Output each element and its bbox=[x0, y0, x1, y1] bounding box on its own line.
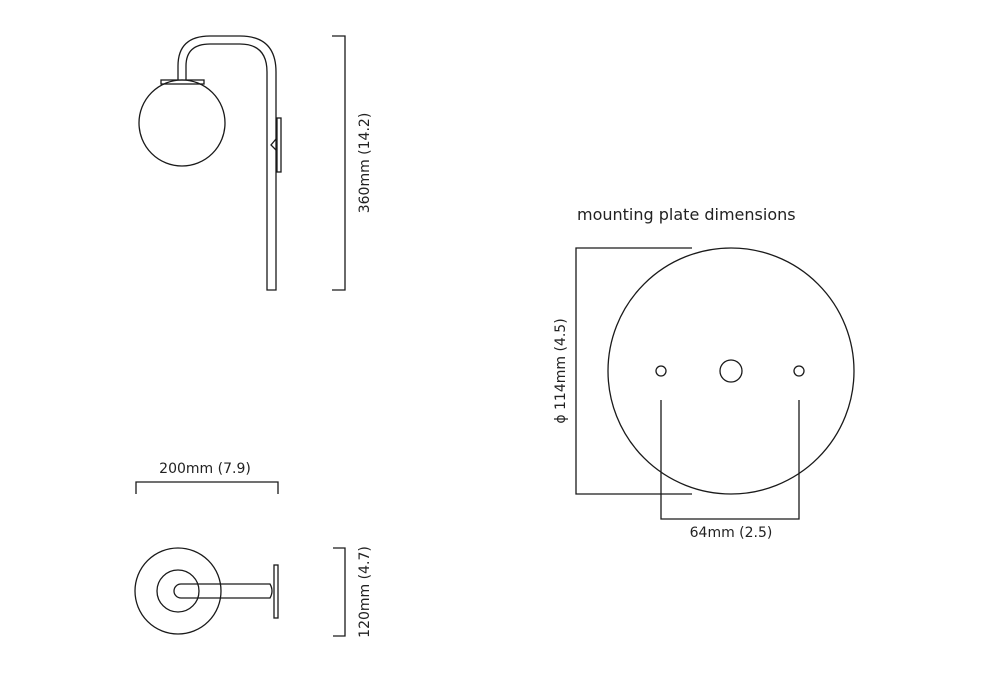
side-view: 360mm (14.2) bbox=[138, 35, 373, 291]
lamp-arm-tube bbox=[177, 35, 277, 291]
screw-hole-left bbox=[655, 365, 667, 377]
arm-top bbox=[173, 583, 273, 599]
height-label: 360mm (14.2) bbox=[357, 113, 373, 214]
mounting-plate-title: mounting plate dimensions bbox=[577, 205, 796, 224]
height-dimension-line bbox=[332, 35, 346, 291]
wall-plate-side bbox=[276, 117, 282, 173]
hole-spacing-label: 64mm (2.5) bbox=[690, 525, 773, 541]
globe-collar bbox=[160, 79, 205, 85]
globe-top bbox=[134, 547, 222, 635]
depth-label: 120mm (4.7) bbox=[357, 546, 373, 638]
wall-plate-top bbox=[273, 564, 279, 619]
hole-spacing-dimension-line bbox=[660, 400, 800, 520]
width-label: 200mm (7.9) bbox=[159, 461, 251, 477]
top-view: 200mm (7.9) 120mm (4.7) bbox=[134, 461, 373, 638]
globe-opening bbox=[156, 569, 200, 613]
depth-dimension-line bbox=[333, 547, 346, 637]
screw-hole-right bbox=[793, 365, 805, 377]
mounting-plate-view: mounting plate dimensions ϕ 114mm (4.5) … bbox=[553, 205, 855, 541]
glass-globe bbox=[138, 79, 226, 167]
mounting-plate bbox=[607, 247, 855, 495]
width-dimension-line bbox=[135, 481, 279, 494]
cable-hole bbox=[719, 359, 743, 383]
diameter-label: ϕ 114mm (4.5) bbox=[553, 318, 569, 423]
diameter-dimension-line bbox=[575, 247, 692, 495]
mount-clip bbox=[270, 138, 277, 151]
